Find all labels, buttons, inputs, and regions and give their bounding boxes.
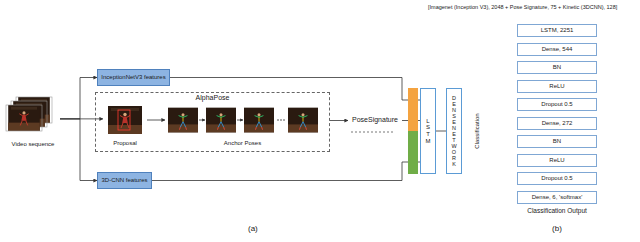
node-text: LSTM, 2251 [541, 27, 574, 34]
node-text: ReLU [549, 83, 564, 90]
connector [152, 162, 420, 181]
feature-box: 3D-CNN features [97, 172, 152, 189]
layer-box: ReLU [517, 80, 597, 93]
anchor-poses-step: Anchor Poses [165, 105, 320, 147]
layer-box: Dense, 544 [517, 43, 597, 56]
layer-box: ReLU [517, 154, 597, 167]
layer-box: Dense, 6, 'softmax' [517, 191, 597, 204]
node-text: Dropout 0.5 [541, 101, 572, 108]
node-text: BN [553, 138, 561, 145]
node-text: Video sequence [12, 141, 55, 148]
connector [60, 78, 97, 119]
node-text: BN [553, 64, 561, 71]
feature-box: InceptionNetV3 features [97, 69, 170, 86]
proposal-step: Proposal [103, 105, 147, 147]
panel-label: (b) [552, 224, 562, 233]
output-label: Classification Output [527, 207, 587, 214]
connector [147, 120, 165, 121]
video-input: Video sequence [6, 96, 60, 148]
connector [330, 120, 348, 121]
node-text: Dense, 544 [542, 46, 573, 53]
anchor-pose-images [168, 108, 318, 133]
output-label: Classification [474, 113, 481, 148]
panel-title: [Imagenet (Inception V3), 2048 + Pose Si… [428, 4, 617, 10]
panel-label: (a) [248, 224, 258, 233]
pose-signature: PoseSignature [348, 114, 402, 127]
node-text: ReLU [549, 157, 564, 164]
alphapose-group: AlphaPoseProposal Anchor Poses [95, 92, 330, 152]
node-text: PoseSignature [352, 116, 398, 124]
node-text: Proposal [113, 140, 137, 147]
node-text: LSTM [425, 118, 431, 144]
layer-box: Dropout 0.5 [517, 98, 597, 111]
connector [436, 131, 446, 132]
layer-box: Dense, 272 [517, 117, 597, 130]
node-text: AlphaPose [196, 94, 230, 102]
dense-block: DENSE NETWORK [446, 88, 462, 174]
node-text: Dense, 272 [542, 120, 573, 127]
layer-box: BN [517, 135, 597, 148]
node-text: Anchor Poses [224, 140, 261, 147]
feature-concat-bar [408, 88, 418, 174]
proposal-image [108, 106, 142, 134]
node-text: Dense, 6, 'softmax' [532, 194, 583, 201]
connector [60, 119, 97, 181]
lstm-block: LSTM [420, 88, 436, 174]
node-text: 3D-CNN features [101, 177, 147, 184]
layer-box: LSTM, 2251 [517, 24, 597, 37]
node-text: Dropout 0.5 [541, 175, 572, 182]
layer-box: BN [517, 61, 597, 74]
video-frames [6, 97, 52, 131]
node-text: DENSE NETWORK [451, 95, 457, 168]
node-text: InceptionNetV3 features [101, 74, 165, 81]
layer-box: Dropout 0.5 [517, 172, 597, 185]
signature-dots [351, 131, 392, 132]
